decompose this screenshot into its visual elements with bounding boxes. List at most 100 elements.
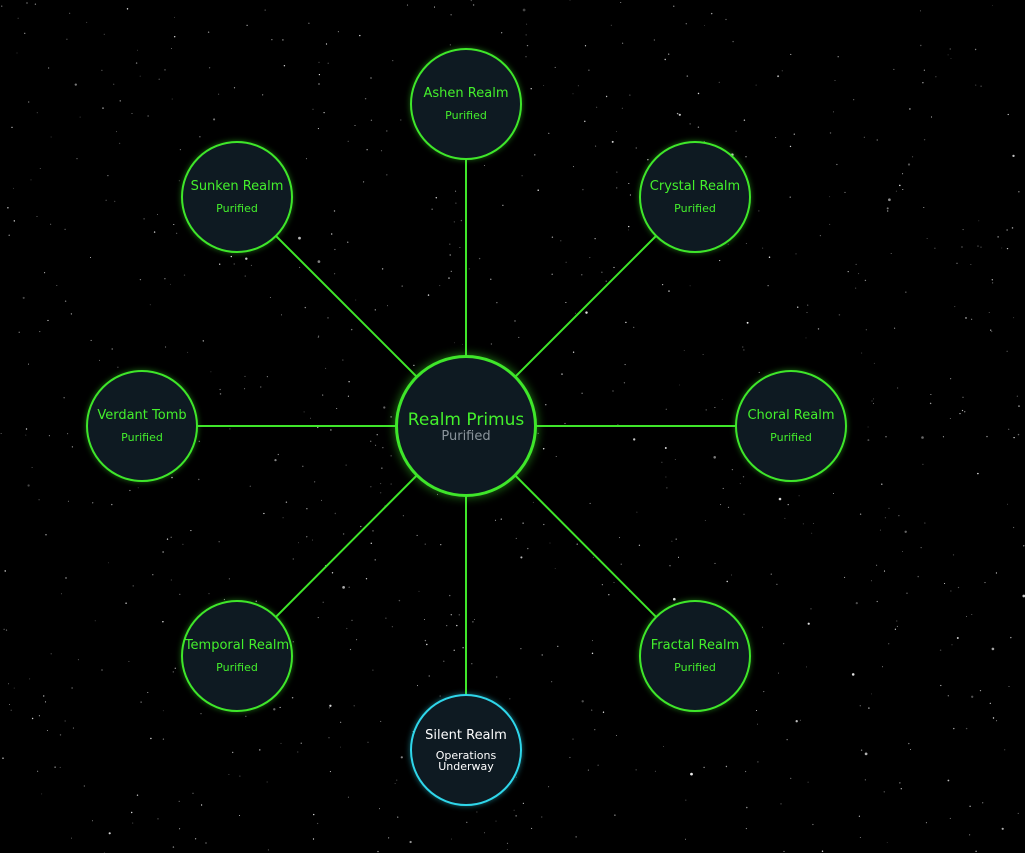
star [969,834,971,836]
star [179,593,181,596]
star [89,256,92,259]
realm-node-primus[interactable]: Realm Primus Purified [395,355,537,497]
star [939,649,942,652]
star [250,264,252,266]
star [575,836,577,838]
star [283,65,286,67]
star [376,434,378,436]
star [917,575,919,578]
star [453,221,455,223]
star [995,572,997,574]
star [50,223,52,225]
star [390,455,392,457]
star [374,309,376,311]
star [902,173,904,175]
star [605,280,607,282]
star [318,74,320,76]
star [372,669,374,671]
realm-node-fractal[interactable]: Fractal Realm Purified [639,600,751,712]
star [117,366,119,368]
star [930,116,933,118]
star [633,438,636,441]
star [323,111,325,114]
star [392,60,394,62]
star [107,174,109,177]
star [182,543,184,546]
star [375,444,377,446]
star [348,586,350,588]
star [162,621,164,623]
realm-node-ashen[interactable]: Ashen Realm Purified [410,48,522,160]
realm-node-crystal[interactable]: Crystal Realm Purified [639,141,751,253]
star [778,672,779,674]
star [624,364,626,366]
star [876,564,878,566]
star [704,520,706,521]
star [858,273,860,275]
star [623,382,626,384]
realm-node-temporal[interactable]: Temporal Realm Purified [181,600,293,712]
star [722,487,724,489]
star [390,483,392,485]
star [863,136,865,138]
star [543,523,545,526]
star [746,806,748,809]
star [208,67,211,69]
star [996,720,998,722]
star [449,254,451,256]
star [935,76,937,78]
star [589,502,591,504]
star [277,453,279,456]
star [795,253,797,255]
star [534,154,536,156]
star [198,440,201,443]
star [132,585,134,587]
star [676,112,679,115]
star [424,639,427,642]
star [653,39,656,41]
star [433,6,436,8]
star [162,551,164,553]
star [908,742,910,745]
star [455,202,457,204]
star [355,299,357,301]
star [370,542,373,545]
star [28,363,29,365]
star [11,126,13,129]
star [795,720,798,723]
star [360,525,362,528]
star [597,764,599,766]
realm-node-choral[interactable]: Choral Realm Purified [735,370,847,482]
star [520,556,523,559]
star [370,119,373,121]
star [267,849,269,851]
star [1010,636,1012,639]
realm-node-sunken[interactable]: Sunken Realm Purified [181,141,293,253]
star [169,283,171,285]
star [13,187,14,189]
star [817,328,820,330]
star [178,180,180,182]
star [783,850,785,852]
star [953,727,955,730]
star [71,687,73,689]
star [522,802,525,805]
star [205,842,207,844]
realm-status: Operations Underway [435,749,497,773]
star [1023,545,1025,547]
star [625,321,627,324]
star [328,707,330,709]
star [881,483,883,485]
star [876,139,878,141]
star [555,456,557,457]
star [635,147,637,149]
star [496,302,498,304]
star [832,111,835,113]
star [964,411,966,413]
realm-node-verdant[interactable]: Verdant Tomb Purified [86,370,198,482]
star [572,93,574,95]
star [303,411,305,413]
realm-node-silent[interactable]: Silent Realm Operations Underway [410,694,522,806]
star [299,266,301,268]
